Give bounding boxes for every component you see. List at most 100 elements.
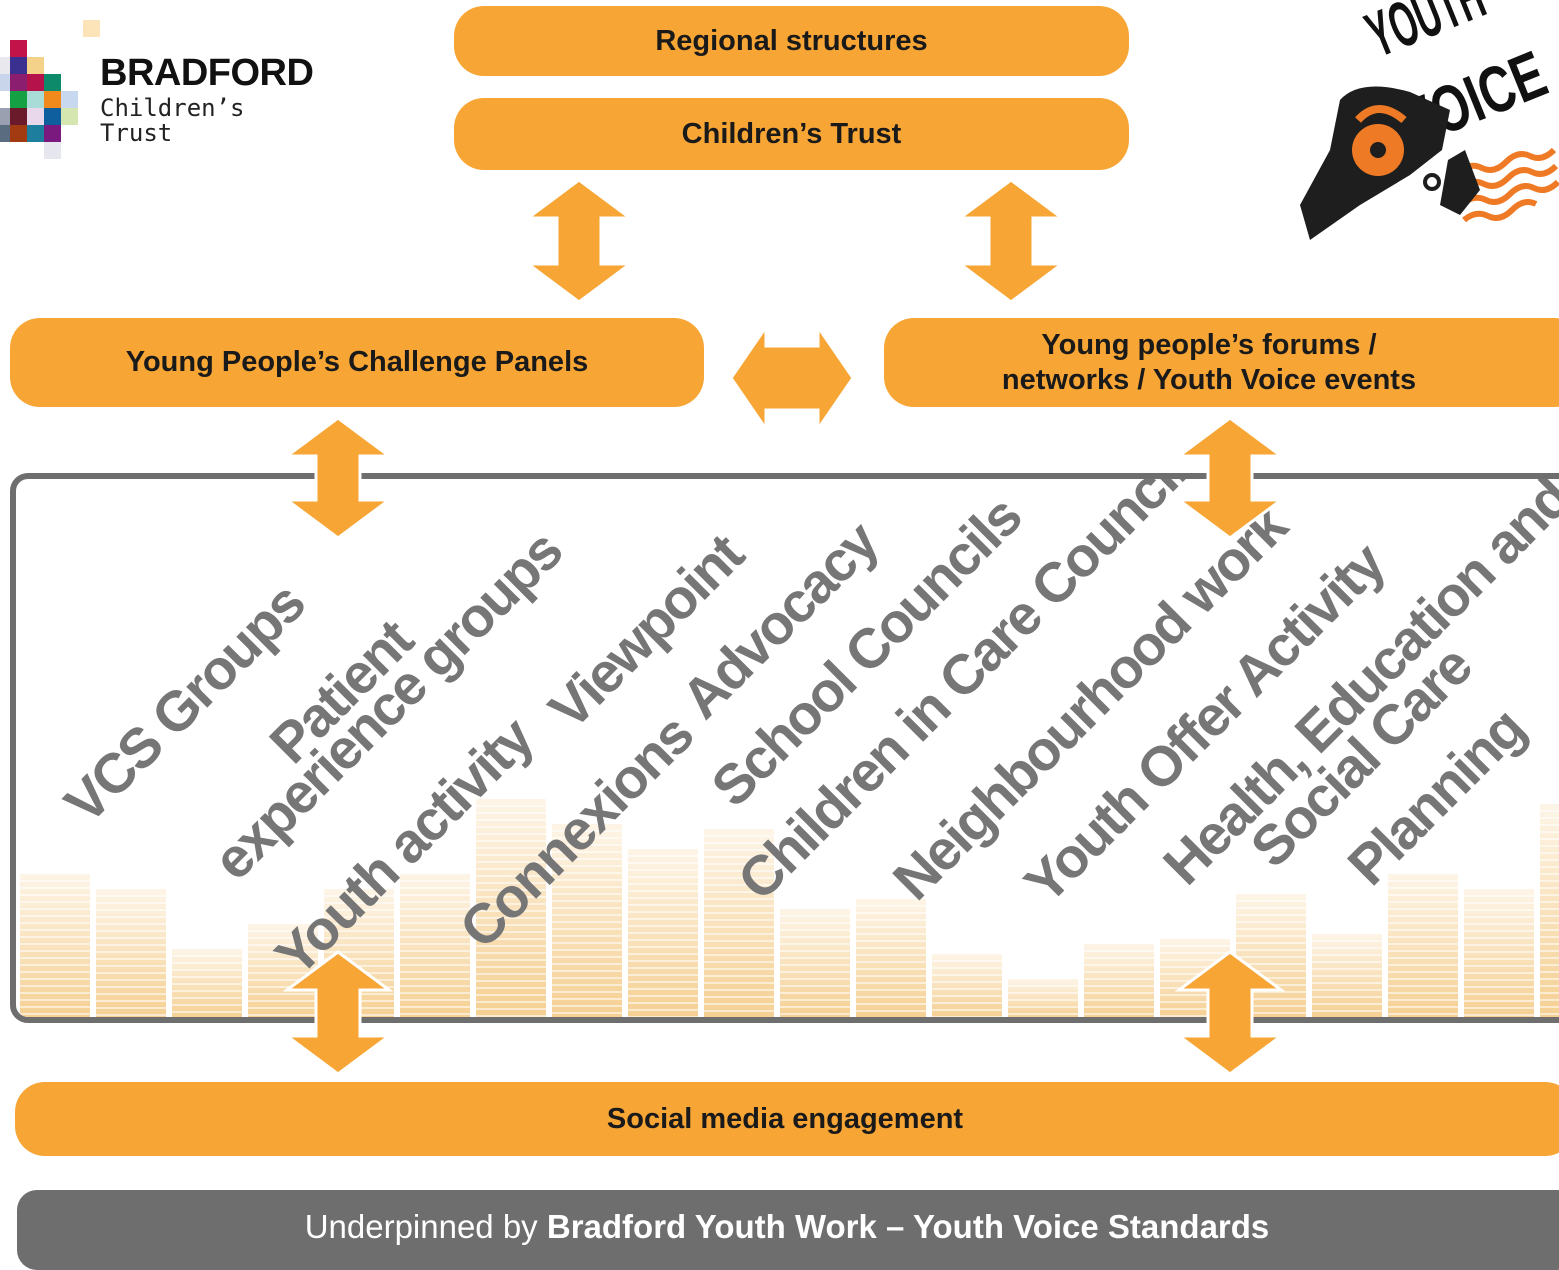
equalizer-bar-line [476, 854, 546, 856]
equalizer-bar-line [20, 971, 90, 973]
equalizer-bar-line [1540, 1013, 1559, 1015]
equalizer-bar-line [704, 1017, 774, 1019]
equalizer-bar-line [1160, 994, 1230, 996]
equalizer-bar-line [1388, 936, 1458, 938]
equalizer-bar-line [552, 844, 622, 846]
equalizer-bar-line [552, 984, 622, 986]
equalizer-bar-line [704, 856, 774, 858]
equalizer-bar-line [1312, 961, 1382, 963]
equalizer-bar-line [1540, 999, 1559, 1001]
equalizer-bar-line [324, 895, 394, 897]
equalizer-bar-line [932, 988, 1002, 990]
equalizer-bar-line [96, 930, 166, 932]
equalizer-bar-line [1084, 978, 1154, 980]
equalizer-bar-line [476, 903, 546, 905]
equalizer-bar-line [476, 1001, 546, 1003]
equalizer-bar-line [1388, 985, 1458, 987]
equalizer-bar-line [96, 993, 166, 995]
equalizer-bar-line [476, 945, 546, 947]
equalizer-bar-line [1388, 880, 1458, 882]
equalizer-bar-line [1084, 971, 1154, 973]
equalizer-bar-line [1160, 980, 1230, 982]
childrens-trust-label: Children’s Trust [681, 117, 902, 150]
equalizer-bar-line [476, 826, 546, 828]
equalizer-bar-line [476, 896, 546, 898]
equalizer-bar-line [1464, 986, 1534, 988]
equalizer-bar-line [628, 932, 698, 934]
equalizer-bar-line [172, 997, 242, 999]
equalizer-bar-line [248, 930, 318, 932]
equalizer-bar-line [1008, 1013, 1078, 1015]
equalizer-bar-line [1084, 957, 1154, 959]
equalizer-bar-line [324, 1000, 394, 1002]
equalizer-bar-line [552, 956, 622, 958]
equalizer-bar-line [476, 987, 546, 989]
equalizer-bar-line [476, 924, 546, 926]
equalizer-bar-line [856, 912, 926, 914]
equalizer-bar-line [1464, 993, 1534, 995]
equalizer-bar-line [400, 908, 470, 910]
equalizer-bar-line [1464, 895, 1534, 897]
equalizer-bar-line [780, 936, 850, 938]
equalizer-bar-line [552, 872, 622, 874]
equalizer-bar-line [172, 1004, 242, 1006]
equalizer-bar-line [400, 950, 470, 952]
equalizer-bar-line [552, 900, 622, 902]
equalizer-bar-line [1540, 936, 1559, 938]
equalizer-bar [1160, 939, 1230, 1017]
equalizer-bar-line [552, 851, 622, 853]
arrow-trust-to-forums [955, 178, 1067, 304]
equalizer-bar-line [1312, 940, 1382, 942]
equalizer-bar-line [96, 937, 166, 939]
equalizer-bar-line [324, 972, 394, 974]
equalizer-bar-line [704, 1010, 774, 1012]
equalizer-bar [704, 829, 774, 1017]
equalizer-bar-line [1540, 929, 1559, 931]
equalizer-bar-line [552, 970, 622, 972]
social-media-box: Social media engagement [15, 1082, 1559, 1156]
equalizer-bar-line [1312, 954, 1382, 956]
equalizer-bar-line [1464, 916, 1534, 918]
equalizer-bar-line [1388, 943, 1458, 945]
equalizer-bar-line [1008, 999, 1078, 1001]
equalizer-bar-line [628, 855, 698, 857]
equalizer-bar-line [20, 978, 90, 980]
equalizer-bar-line [400, 957, 470, 959]
equalizer-bar-line [552, 907, 622, 909]
equalizer-bar-line [248, 1014, 318, 1016]
equalizer-bar-line [1464, 944, 1534, 946]
equalizer-bar-line [1540, 838, 1559, 840]
equalizer-bar-line [1084, 985, 1154, 987]
equalizer-bar-line [704, 842, 774, 844]
equalizer-bar-line [1160, 959, 1230, 961]
equalizer-bar-line [1388, 922, 1458, 924]
equalizer-bar-line [628, 897, 698, 899]
equalizer-bar-line [1312, 1003, 1382, 1005]
equalizer-bar-line [476, 868, 546, 870]
equalizer-bar-line [704, 877, 774, 879]
equalizer-bar-line [96, 986, 166, 988]
equalizer-bar-line [552, 977, 622, 979]
equalizer-bar-line [20, 992, 90, 994]
equalizer-bar-line [628, 1002, 698, 1004]
equalizer-bar-line [628, 967, 698, 969]
equalizer-bar-line [1236, 949, 1306, 951]
youth-voice-logo: YOUTH VOICE [1300, 0, 1559, 240]
equalizer-bar-line [1236, 956, 1306, 958]
equalizer-bar-line [96, 951, 166, 953]
equalizer-bar-line [400, 887, 470, 889]
equalizer-bar-line [1236, 942, 1306, 944]
equalizer-bar-line [1388, 992, 1458, 994]
equalizer-bar-line [1008, 1006, 1078, 1008]
equalizer-bar-line [20, 880, 90, 882]
equalizer-bar-line [1540, 922, 1559, 924]
equalizer-bar-line [780, 978, 850, 980]
equalizer-bar-line [1312, 982, 1382, 984]
equalizer-bar-line [400, 964, 470, 966]
equalizer-bar-line [172, 1011, 242, 1013]
equalizer-bar-line [704, 975, 774, 977]
equalizer-bar-line [324, 902, 394, 904]
equalizer-bar-line [248, 993, 318, 995]
equalizer-bar-line [1008, 985, 1078, 987]
equalizer-bar-line [476, 966, 546, 968]
